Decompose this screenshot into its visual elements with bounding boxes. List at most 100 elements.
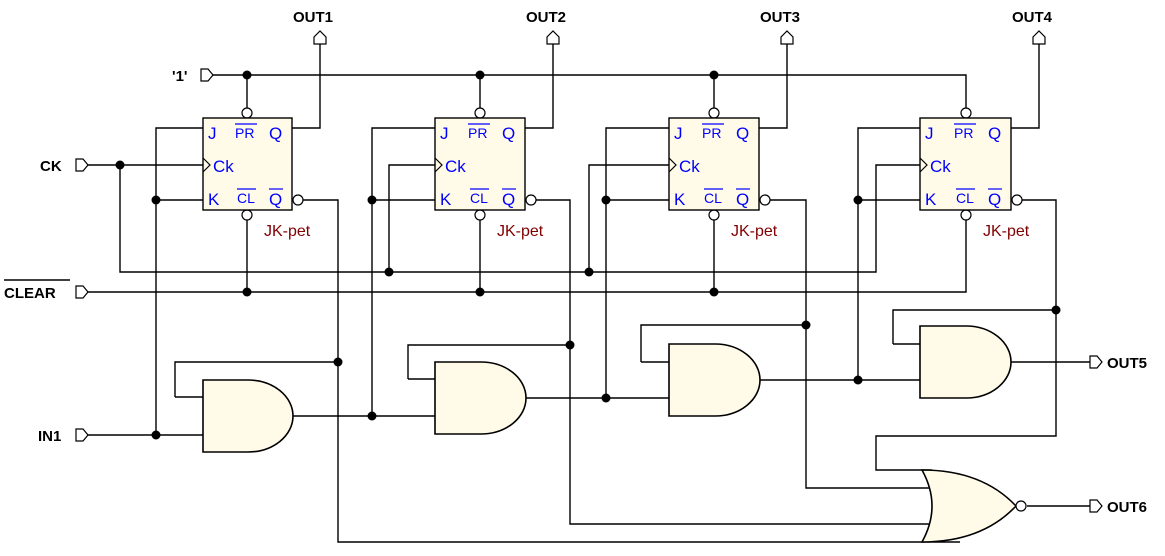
qbar-bubble <box>1011 194 1023 206</box>
junctions <box>115 70 1061 440</box>
pin-qbar: Q <box>269 190 282 209</box>
junction-dot <box>475 287 485 297</box>
pin-qbar: Q <box>988 190 1001 209</box>
clear-bubble <box>474 209 486 221</box>
output-port-out1 <box>313 30 327 45</box>
junction-dot <box>367 411 377 421</box>
nor-gate-body <box>920 469 1018 543</box>
clear-bubble <box>960 209 972 221</box>
junction-dot <box>367 195 377 205</box>
junction-dot <box>601 195 611 205</box>
junction-dot <box>1051 305 1061 315</box>
nor-gate <box>920 469 1027 543</box>
pin-j: J <box>208 124 217 143</box>
junction-dot <box>151 430 161 440</box>
and-gate-1 <box>202 379 294 453</box>
nor-output-bubble <box>1015 500 1027 512</box>
flipflop-name: JK-pet <box>983 223 1030 240</box>
pin-pr: PR <box>468 125 487 141</box>
junction-dot <box>151 195 161 205</box>
pin-ck: Ck <box>930 157 951 176</box>
pin-j: J <box>440 124 449 143</box>
pin-k: K <box>440 190 452 209</box>
pin-q: Q <box>502 124 515 143</box>
flipflop-name: JK-pet <box>497 223 544 240</box>
pin-qbar: Q <box>502 190 515 209</box>
clock-triangle <box>668 157 677 173</box>
junction-dot <box>584 267 594 277</box>
qbar-bubble <box>292 194 304 206</box>
jk-flipflop-2: J Ck K PR CL Q Q JK-pet <box>434 107 544 240</box>
junction-dot <box>384 267 394 277</box>
jk-flipflop-3: J Ck K PR CL Q Q JK-pet <box>668 107 778 240</box>
output-label-out2: OUT2 <box>526 9 566 26</box>
pin-pr: PR <box>954 125 973 141</box>
output-port-out5 <box>1089 355 1103 369</box>
flipflop-body <box>668 117 760 211</box>
flipflop-body <box>919 117 1012 211</box>
pin-k: K <box>674 190 686 209</box>
qbar-bubble <box>759 194 771 206</box>
pin-ck: Ck <box>213 157 234 176</box>
input-label-ck: CK <box>40 158 62 175</box>
input-port-ck <box>75 158 89 172</box>
junction-dot <box>333 357 343 367</box>
output-label-out1: OUT1 <box>293 9 333 26</box>
pin-qbar: Q <box>736 190 749 209</box>
input-label-in1: IN1 <box>38 428 61 445</box>
pin-k: K <box>208 190 220 209</box>
and-gate-3 <box>668 343 761 417</box>
jk-flipflop-4: J Ck K PR CL Q Q JK-pet <box>919 107 1030 240</box>
flipflop-body <box>202 117 293 211</box>
pin-cl: CL <box>470 190 488 206</box>
input-port-in1 <box>75 428 89 442</box>
clear-bubble <box>241 209 253 221</box>
pin-q: Q <box>736 124 749 143</box>
output-port-out6 <box>1089 499 1103 513</box>
pin-pr: PR <box>702 125 721 141</box>
preset-bubble <box>241 107 253 119</box>
junction-dot <box>853 375 863 385</box>
pin-cl: CL <box>237 190 255 206</box>
flipflop-body <box>434 117 526 211</box>
jk-flipflop-1: J Ck K PR CL Q Q JK-pet <box>202 107 311 240</box>
pin-k: K <box>925 190 937 209</box>
junction-dot <box>565 340 575 350</box>
input-port-clear <box>75 285 89 299</box>
output-port-out3 <box>780 30 794 45</box>
port-labels: '1' CK CLEAR IN1 OUT1 OUT2 OUT3 OUT4 OUT… <box>4 9 1147 516</box>
output-label-out3: OUT3 <box>760 9 800 26</box>
ports <box>75 30 1103 513</box>
junction-dot <box>601 393 611 403</box>
pin-q: Q <box>988 124 1001 143</box>
output-port-out2 <box>546 30 560 45</box>
junction-dot <box>709 70 719 80</box>
junction-dot <box>475 70 485 80</box>
pin-ck: Ck <box>679 157 700 176</box>
pin-ck: Ck <box>445 157 466 176</box>
junction-dot <box>709 287 719 297</box>
pin-q: Q <box>269 124 282 143</box>
junction-dot <box>115 160 125 170</box>
output-label-out5: OUT5 <box>1107 355 1147 372</box>
and-gate-4 <box>919 325 1012 399</box>
preset-bubble <box>708 107 720 119</box>
flipflop-name: JK-pet <box>264 223 311 240</box>
junction-dot <box>853 195 863 205</box>
input-label-one: '1' <box>172 68 187 85</box>
pin-cl: CL <box>704 190 722 206</box>
input-port-one <box>200 68 214 82</box>
junction-dot <box>801 320 811 330</box>
output-port-out4 <box>1032 30 1046 45</box>
preset-bubble <box>960 107 972 119</box>
pin-pr: PR <box>235 125 254 141</box>
output-label-out4: OUT4 <box>1012 9 1053 26</box>
clock-triangle <box>919 157 928 173</box>
junction-dot <box>242 70 252 80</box>
clock-triangle <box>434 157 443 173</box>
preset-bubble <box>474 107 486 119</box>
qbar-bubble <box>525 194 537 206</box>
clear-bubble <box>708 209 720 221</box>
wires <box>88 40 1090 543</box>
